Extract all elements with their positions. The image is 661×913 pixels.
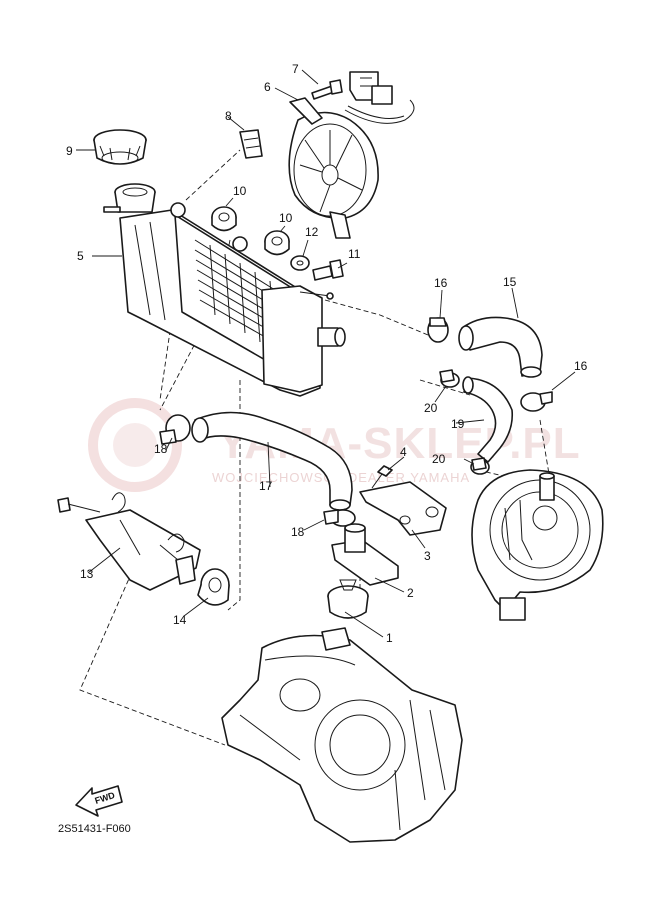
thermostat: [327, 579, 369, 619]
callout-17: 17: [259, 479, 273, 493]
bypass-hose: [462, 376, 514, 463]
thermostat-cover: [331, 523, 399, 586]
radiator-cap: [93, 129, 147, 165]
filler-neck: [103, 183, 156, 213]
callout-20-lower: 20: [432, 452, 446, 466]
stay-grommet: [197, 568, 230, 606]
callout-3: 3: [424, 549, 431, 563]
hose-clamp-left: [159, 414, 191, 445]
callout-16-left: 16: [434, 276, 448, 290]
wire-clamp-bracket: [239, 129, 263, 159]
callout-4: 4: [400, 445, 407, 459]
callout-leader-lines: [76, 69, 576, 638]
callout-12: 12: [305, 225, 319, 239]
radiator-assembly: [119, 202, 346, 397]
callout-11: 11: [348, 247, 361, 261]
hose-clamp-upper-left: [427, 317, 449, 343]
callout-2: 2: [407, 586, 414, 600]
hose-clamp-lower: [470, 457, 490, 475]
grommet-lower: [264, 230, 290, 256]
washer: [290, 255, 310, 271]
water-pump-housing: [471, 469, 604, 621]
callout-20-upper: 20: [424, 401, 438, 415]
engine-cylinder: [221, 627, 463, 843]
callout-16-right: 16: [574, 359, 588, 373]
diagram-code: 2S51431-F060: [58, 823, 131, 835]
grommet-upper: [211, 206, 237, 232]
hose-clamp-middle: [439, 369, 460, 388]
callout-14: 14: [173, 613, 187, 627]
hose-clamp-upper-right: [520, 391, 553, 412]
fan-bolt-and-connector: [311, 71, 393, 105]
callout-10-lower: 10: [279, 211, 293, 225]
radiator-outlet-hose: [458, 316, 543, 378]
forward-direction-arrow: FWD: [75, 785, 123, 817]
callout-13: 13: [80, 567, 94, 581]
callout-10-upper: 10: [233, 184, 247, 198]
callout-8: 8: [225, 109, 232, 123]
callout-18-left: 18: [154, 442, 168, 456]
callout-9: 9: [66, 144, 73, 158]
cooling-fan-assembly: [288, 97, 415, 239]
bracket-screw: [371, 465, 393, 489]
callout-5: 5: [77, 249, 84, 263]
callout-15: 15: [503, 275, 517, 289]
callout-1: 1: [386, 631, 393, 645]
radiator-bolt: [312, 259, 344, 281]
hose-clamp-thermostat: [323, 509, 356, 527]
callout-18-right: 18: [291, 525, 305, 539]
callout-labels: 1 2 3 4 5 6 7 8 9 10 10 11 12 13 14 15 1…: [66, 62, 588, 645]
radiator-stay: [57, 492, 201, 591]
callout-6: 6: [264, 80, 271, 94]
callout-7: 7: [292, 62, 299, 76]
callout-19: 19: [451, 417, 465, 431]
thermostat-bracket: [359, 481, 447, 536]
